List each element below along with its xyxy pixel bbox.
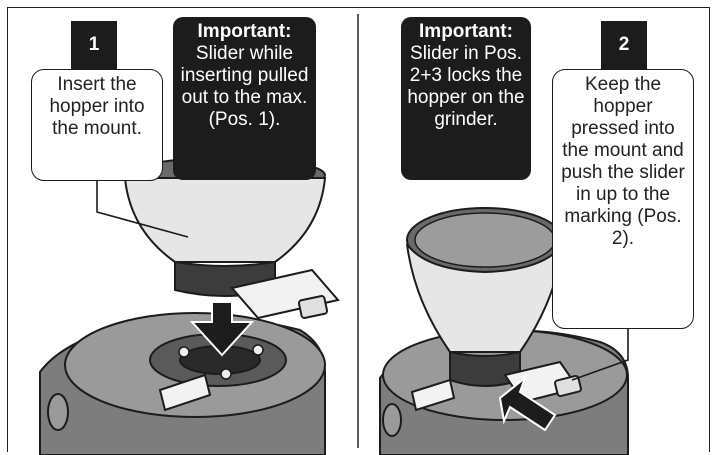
instruction-text: Keep the hopper pressed into the mount a… [561, 74, 685, 249]
step-number: 2 [619, 34, 630, 56]
screw [221, 369, 231, 379]
side-knob [383, 404, 401, 436]
instruction-callout: Insert the hopper into the mount. [31, 69, 163, 181]
instruction-callout: Keep the hopper pressed into the mount a… [552, 69, 694, 329]
important-note: Important: Slider in Pos. 2+3 locks the … [401, 17, 531, 180]
left-panel-art [40, 158, 338, 455]
step-number-badge: 1 [71, 21, 117, 69]
step-number-badge: 2 [601, 21, 647, 69]
important-note-body: Slider while inserting pulled out to the… [179, 43, 310, 131]
important-note: Important: Slider while inserting pulled… [173, 17, 316, 180]
instruction-text: Insert the hopper into the mount. [49, 74, 144, 139]
hopper-opening [415, 213, 555, 267]
important-note-body: Slider in Pos. 2+3 locks the hopper on t… [407, 43, 525, 131]
important-note-heading: Important: [407, 21, 525, 43]
hopper-body-left [125, 178, 325, 262]
side-knob [48, 394, 68, 430]
screw [179, 347, 189, 357]
important-note-heading: Important: [179, 21, 310, 43]
screw [253, 345, 263, 355]
step-number: 1 [89, 34, 100, 56]
